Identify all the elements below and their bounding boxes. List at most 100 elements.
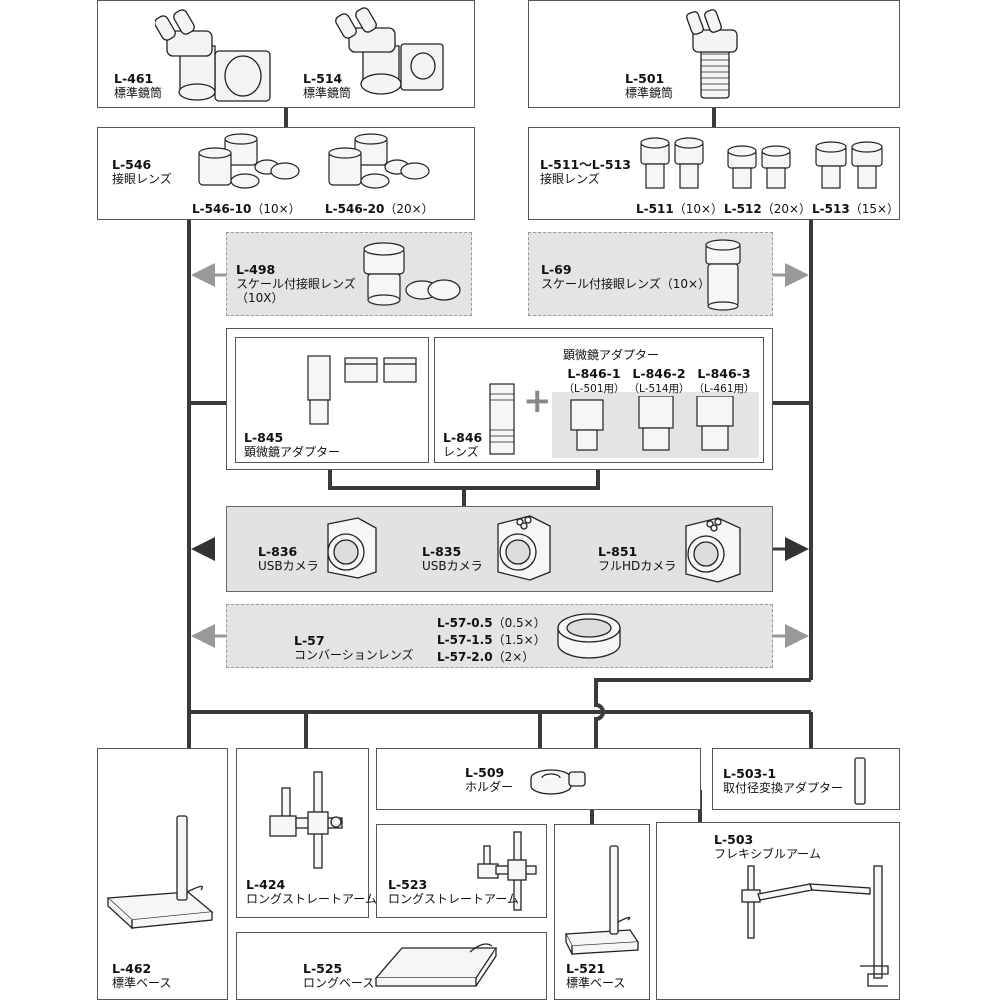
code-l57-15: L-57-1.5	[437, 633, 493, 647]
eyepiece-set-image	[328, 133, 430, 189]
name-l503: フレキシブルアーム	[714, 847, 821, 861]
straight-arm-image	[477, 831, 537, 911]
name-l546: 接眼レンズ	[112, 172, 172, 186]
lens-l846-image	[489, 383, 515, 455]
code-l546: L-546	[112, 157, 152, 172]
adapter-l845-image	[307, 355, 417, 425]
code-l511: L-511	[636, 202, 674, 216]
name-l57: コンバーションレンズ	[294, 648, 414, 662]
code-l57: L-57	[294, 633, 325, 648]
name-l461: 標準鏡筒	[114, 86, 163, 100]
note-l846-1: （L-501用）	[563, 383, 625, 395]
microscope-head-image	[335, 7, 444, 95]
box-l57	[226, 604, 773, 668]
code-l69: L-69	[541, 262, 572, 277]
name-l521: 標準ベース	[566, 976, 626, 990]
mag-l546-20: （20×）	[384, 202, 434, 216]
standard-base-image	[106, 815, 214, 930]
code-l846: L-846	[443, 430, 483, 445]
name-l69: スケール付接眼レンズ（10×）	[541, 277, 711, 291]
camera-l851-image	[685, 517, 741, 583]
name-l424: ロングストレートアーム	[246, 892, 377, 906]
name-l501: 標準鏡筒	[625, 86, 674, 100]
conversion-lens-image	[557, 613, 621, 659]
name-l509: ホルダー	[465, 780, 514, 794]
code-l846-1: L-846-1	[567, 366, 621, 381]
mag-l57-15: （1.5×）	[492, 633, 546, 647]
camera-l835-image	[497, 515, 551, 581]
code-l851: L-851	[598, 544, 638, 559]
mag-l57-05: （0.5×）	[492, 616, 546, 630]
name-l846: レンズ	[443, 445, 479, 459]
code-l509: L-509	[465, 765, 505, 780]
holder-image	[530, 769, 586, 795]
code-l498: L-498	[236, 262, 276, 277]
code-l57-20: L-57-2.0	[437, 650, 493, 664]
name-l835: USBカメラ	[422, 559, 483, 573]
adapter-group-title: 顕微鏡アダプター	[563, 348, 660, 362]
name-l836: USBカメラ	[258, 559, 319, 573]
name-l525: ロングベース	[303, 976, 375, 990]
eyepiece-pair-image	[640, 137, 704, 189]
standard-base-image	[564, 845, 640, 955]
code-l511-l513: L-511～L-513	[540, 157, 631, 172]
code-l546-10: L-546-10	[192, 202, 252, 216]
long-base-image	[374, 943, 498, 987]
box-l521	[554, 824, 650, 1000]
name-l845: 顕微鏡アダプター	[244, 445, 341, 459]
code-l513: L-513	[812, 202, 850, 216]
name-l851: フルHDカメラ	[598, 559, 677, 573]
box-l503	[656, 822, 900, 1000]
code-l57-05: L-57-0.5	[437, 616, 493, 630]
code-l424: L-424	[246, 877, 286, 892]
mag-l57-20: （2×）	[492, 650, 535, 664]
code-l523: L-523	[388, 877, 428, 892]
code-l503: L-503	[714, 832, 754, 847]
mount-adapter-image	[854, 757, 866, 805]
straight-arm-image	[269, 771, 343, 869]
scale-eyepiece-image	[705, 239, 741, 311]
code-l512: L-512	[724, 202, 762, 216]
note-l846-2: （L-514用）	[628, 383, 690, 395]
mag-l511: （10×）	[673, 202, 724, 216]
code-l462: L-462	[112, 961, 152, 976]
code-l846-3: L-846-3	[697, 366, 751, 381]
code-l514: L-514	[303, 71, 343, 86]
name-l503-1: 取付径変換アダプター	[723, 781, 844, 795]
box-l503-1	[712, 748, 900, 810]
code-l846-2: L-846-2	[632, 366, 686, 381]
code-l461: L-461	[114, 71, 154, 86]
plus-symbol: +	[523, 381, 552, 421]
microscope-head-image	[155, 9, 271, 102]
code-l836: L-836	[258, 544, 298, 559]
name2-l498: （10X）	[236, 291, 284, 305]
name-l462: 標準ベース	[112, 976, 172, 990]
camera-l836-image	[327, 517, 377, 579]
code-l546-20: L-546-20	[325, 202, 385, 216]
mag-l512: （20×）	[761, 202, 812, 216]
box-l462	[97, 748, 228, 1000]
name-l514: 標準鏡筒	[303, 86, 352, 100]
code-l521: L-521	[566, 961, 606, 976]
code-l525: L-525	[303, 961, 343, 976]
note-l846-3: （L-461用）	[693, 383, 755, 395]
code-l503-1: L-503-1	[723, 766, 777, 781]
box-l424	[236, 748, 369, 918]
name-l511-l513: 接眼レンズ	[540, 172, 600, 186]
name-l498: スケール付接眼レンズ	[236, 277, 356, 291]
box-l498	[226, 232, 472, 316]
mag-l513: （15×）	[849, 202, 900, 216]
name-l523: ロングストレートアーム	[388, 892, 519, 906]
flexible-arm-image	[741, 865, 889, 987]
adapter-options-image	[570, 396, 734, 451]
eyepiece-pair-image	[727, 145, 791, 189]
microscope-head-image	[686, 9, 738, 99]
code-l835: L-835	[422, 544, 462, 559]
code-l845: L-845	[244, 430, 284, 445]
eyepiece-set-image	[198, 133, 300, 189]
scale-eyepiece-image	[363, 242, 461, 306]
mag-l546-10: （10×）	[251, 202, 301, 216]
eyepiece-pair-image	[815, 141, 883, 189]
code-l501: L-501	[625, 71, 665, 86]
